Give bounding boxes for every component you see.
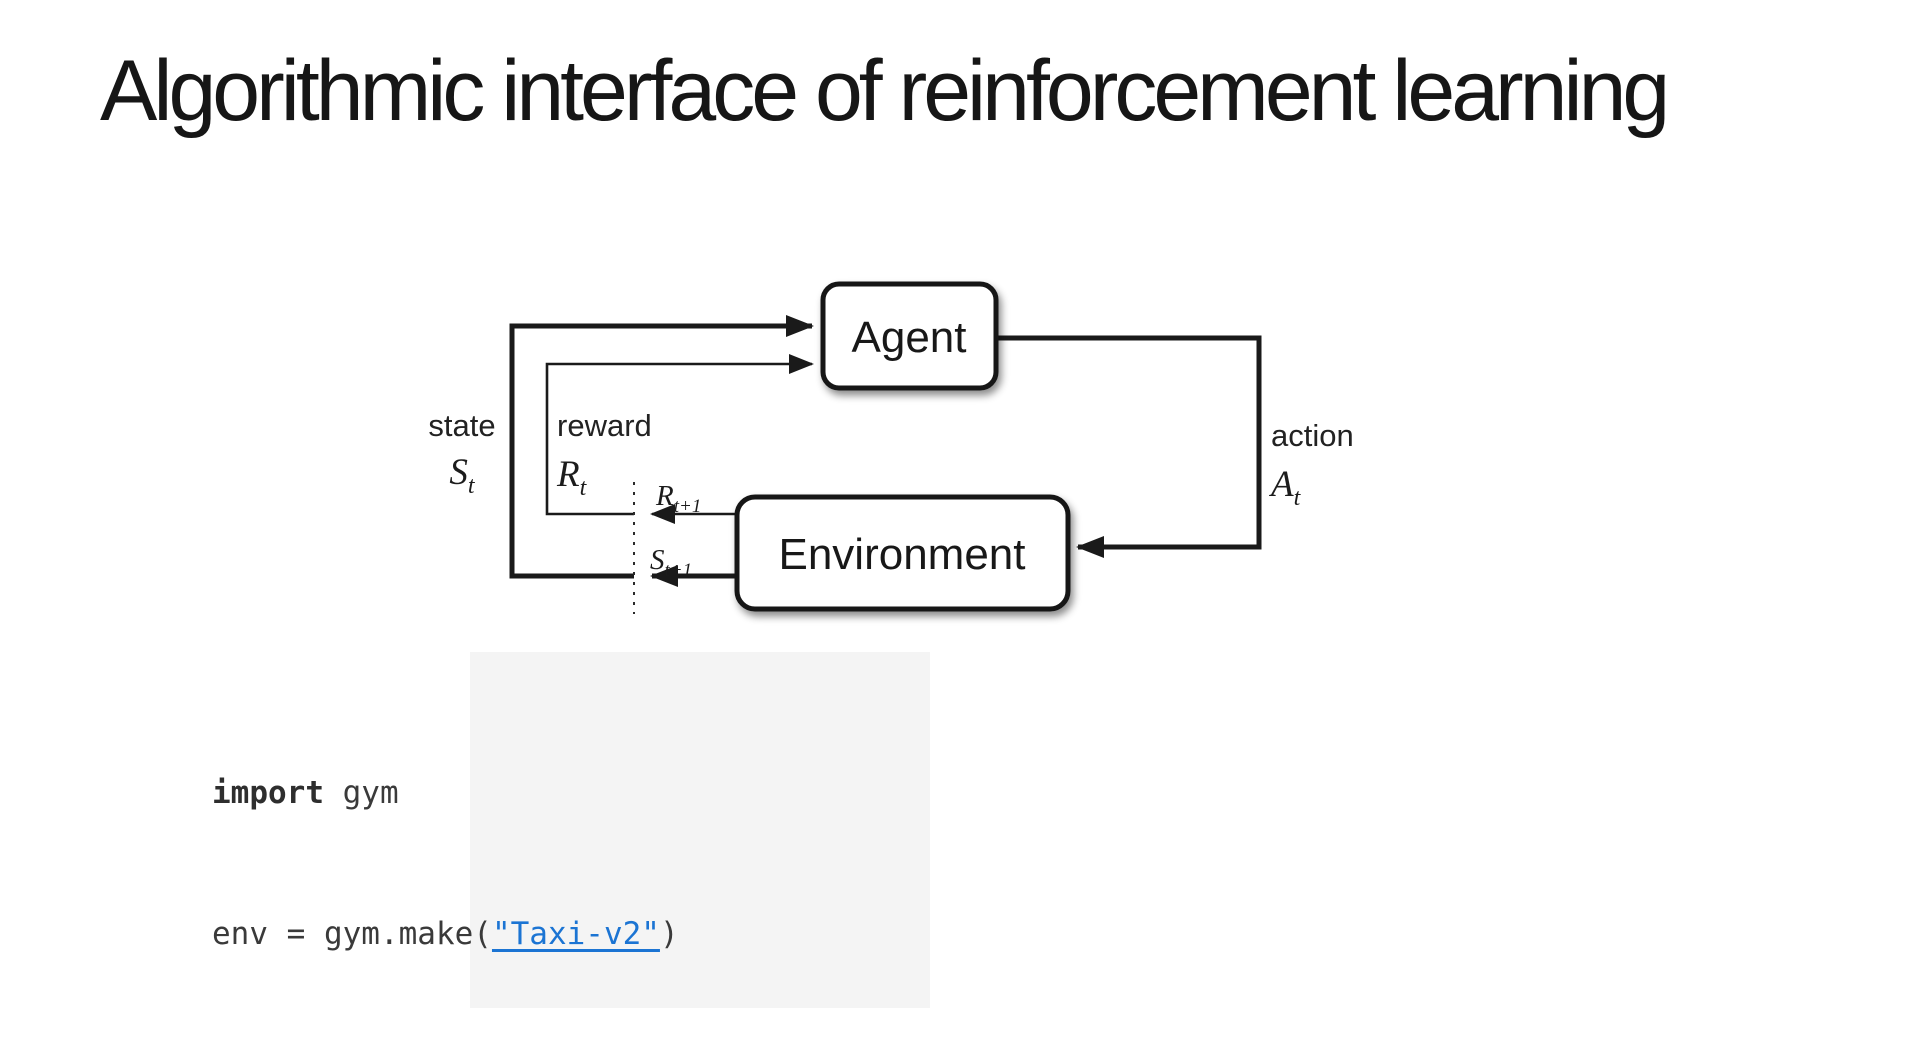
code-block: import gym env = gym.make("Taxi-v2") obs… <box>212 676 1220 1048</box>
code-line-import: import gym <box>212 770 1220 817</box>
next-state-symbol: St+1 <box>650 544 692 581</box>
agent-box <box>820 281 999 391</box>
code-text: gym <box>323 775 399 811</box>
action-to-environment-arrow <box>996 335 1262 558</box>
action-label: action <box>1271 418 1354 453</box>
reward-symbol: Rt <box>556 454 588 501</box>
next-reward-symbol: Rt+1 <box>655 480 701 517</box>
slide-title: Algorithmic interface of reinforcement l… <box>100 43 1670 139</box>
code-text: env = gym.make( <box>212 916 492 952</box>
code-text: ) <box>659 916 679 952</box>
state-symbol: St <box>449 452 476 499</box>
code-background <box>470 652 930 1008</box>
environment-box <box>734 494 1071 612</box>
reward-label: reward <box>557 408 652 443</box>
taxi-v2-link[interactable]: "Taxi-v2" <box>491 916 660 952</box>
state-label: state <box>428 408 495 443</box>
state-to-agent-arrow <box>509 315 814 579</box>
reward-to-agent-arrow <box>545 354 814 516</box>
agent-box-label: Agent <box>852 313 967 362</box>
environment-box-label: Environment <box>778 530 1025 579</box>
action-symbol: At <box>1268 464 1302 511</box>
code-keyword: import <box>212 775 324 811</box>
code-line-make-env: env = gym.make("Taxi-v2") <box>212 911 1220 958</box>
